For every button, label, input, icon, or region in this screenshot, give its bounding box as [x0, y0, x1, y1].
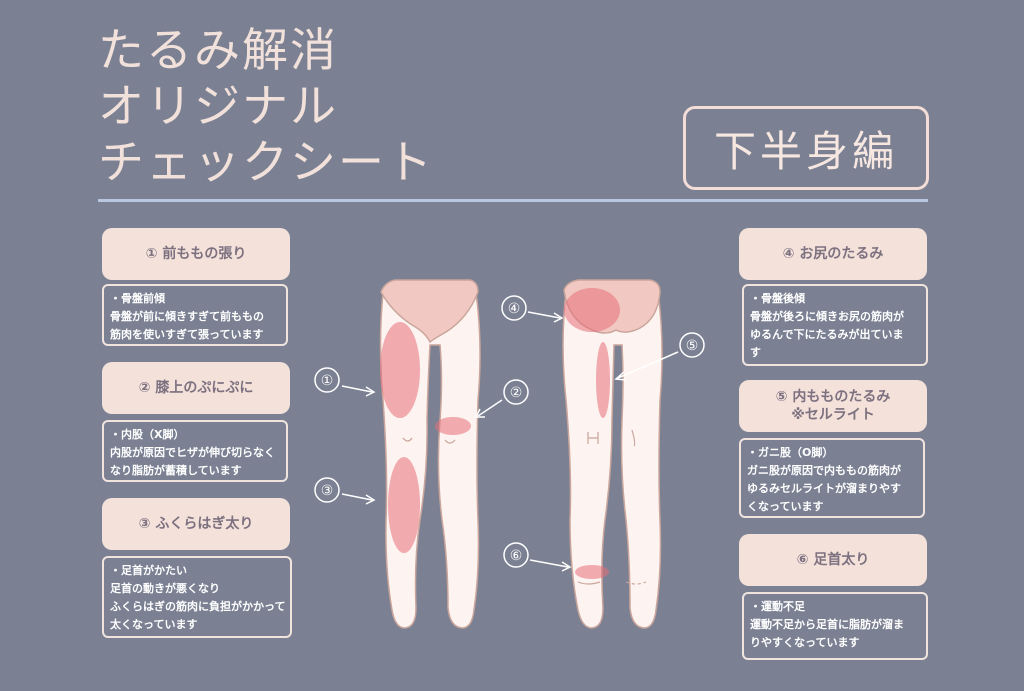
section-6-description: ・運動不足 運動不足から足首に脂肪が溜ま りやすくなっています	[742, 592, 928, 660]
marker-2: ②	[510, 385, 523, 401]
marker-5: ⑤	[686, 338, 699, 354]
marker-3: ③	[321, 483, 334, 499]
section-5-description: ・ガニ股（O脚） ガニ股が原因で内ももの筋肉が ゆるみセルライトが溜まりやす く…	[739, 438, 925, 518]
section-6-line-1: ・運動不足	[750, 600, 805, 613]
marker-6: ⑥	[510, 548, 523, 564]
section-5-label: ⑤ 内もものたるみ ※セルライト	[739, 380, 927, 432]
section-1-description: ・骨盤前傾 骨盤が前に傾きすぎて前ももの 筋肉を使いすぎて張っています	[102, 284, 288, 346]
section-2-label: ② 膝上のぷにぷに	[102, 362, 290, 414]
section-6-line-2: 運動不足から足首に脂肪が溜ま	[750, 618, 904, 631]
back-legs	[562, 279, 663, 629]
front-underwear	[380, 279, 479, 344]
page-title: たるみ解消 オリジナル チェックシート	[98, 22, 434, 190]
section-3-line-2: 足首の動きが悪くなり	[110, 582, 220, 595]
back-legs-skin	[562, 291, 663, 629]
section-6-label: ⑥ 足首太り	[739, 534, 927, 586]
section-5-subtitle: ※セルライト	[791, 407, 875, 423]
buttock-highlight	[564, 288, 620, 332]
section-1-line-2: 骨盤が前に傾きすぎて前ももの	[110, 310, 264, 323]
ankle-highlight	[575, 565, 609, 579]
section-3-line-3: ふくらはぎの筋肉に負担がかかって	[110, 600, 286, 613]
section-2-line-3: なり脂肪が蓄積しています	[110, 464, 242, 477]
section-3-line-4: 太くなっています	[110, 618, 198, 631]
front-legs	[379, 279, 481, 629]
title-line-2: オリジナル	[98, 79, 338, 133]
marker-4: ④	[508, 301, 521, 317]
section-5-line-3: ゆるみセルライトが溜まりやす	[747, 482, 901, 495]
section-3-line-1: ・足首がかたい	[110, 564, 187, 577]
section-2-title: ② 膝上のぷにぷに	[138, 380, 254, 396]
section-2-line-1: ・内股（X脚）	[110, 428, 185, 441]
section-4-line-3: ゆるんで下にたるみが出ていま	[750, 328, 904, 341]
marker-1: ①	[321, 373, 334, 389]
section-1-label: ① 前ももの張り	[102, 228, 290, 280]
section-3-title: ③ ふくらはぎ太り	[138, 516, 254, 532]
section-3-label: ③ ふくらはぎ太り	[102, 498, 290, 550]
section-4-title: ④ お尻のたるみ	[782, 246, 884, 262]
section-1-title: ① 前ももの張り	[145, 246, 247, 262]
section-2-line-2: 内股が原因でヒザが伸び切らなく	[110, 446, 275, 459]
edition-badge: 下半身編	[683, 106, 929, 190]
section-5-line-2: ガニ股が原因で内ももの筋肉が	[747, 464, 901, 477]
title-divider	[98, 199, 928, 202]
section-4-line-1: ・骨盤後傾	[750, 292, 805, 305]
section-5-line-1: ・ガニ股（O脚）	[747, 446, 834, 459]
section-1-line-1: ・骨盤前傾	[110, 292, 165, 305]
title-line-3: チェックシート	[98, 135, 434, 189]
section-5-title: ⑤ 内もものたるみ	[775, 389, 891, 405]
title-line-1: たるみ解消	[98, 23, 338, 77]
calf-highlight	[388, 457, 420, 553]
section-1-line-3: 筋肉を使いすぎて張っています	[110, 328, 264, 341]
section-4-line-2: 骨盤が後ろに傾きお尻の筋肉が	[750, 310, 904, 323]
section-4-label: ④ お尻のたるみ	[739, 228, 927, 280]
knee-highlight	[435, 417, 471, 435]
front-thigh-highlight	[380, 322, 420, 418]
inner-thigh-highlight	[596, 342, 610, 418]
section-6-line-3: りやすくなっています	[750, 636, 860, 649]
section-4-line-4: す	[750, 346, 761, 359]
section-4-description: ・骨盤後傾 骨盤が後ろに傾きお尻の筋肉が ゆるんで下にたるみが出ていま す	[742, 284, 928, 366]
section-3-description: ・足首がかたい 足首の動きが悪くなり ふくらはぎの筋肉に負担がかかって 太くなっ…	[102, 556, 292, 638]
section-2-description: ・内股（X脚） 内股が原因でヒザが伸び切らなく なり脂肪が蓄積しています	[102, 420, 288, 482]
section-5-line-4: くなっています	[747, 500, 824, 513]
section-6-title: ⑥ 足首太り	[796, 552, 870, 568]
